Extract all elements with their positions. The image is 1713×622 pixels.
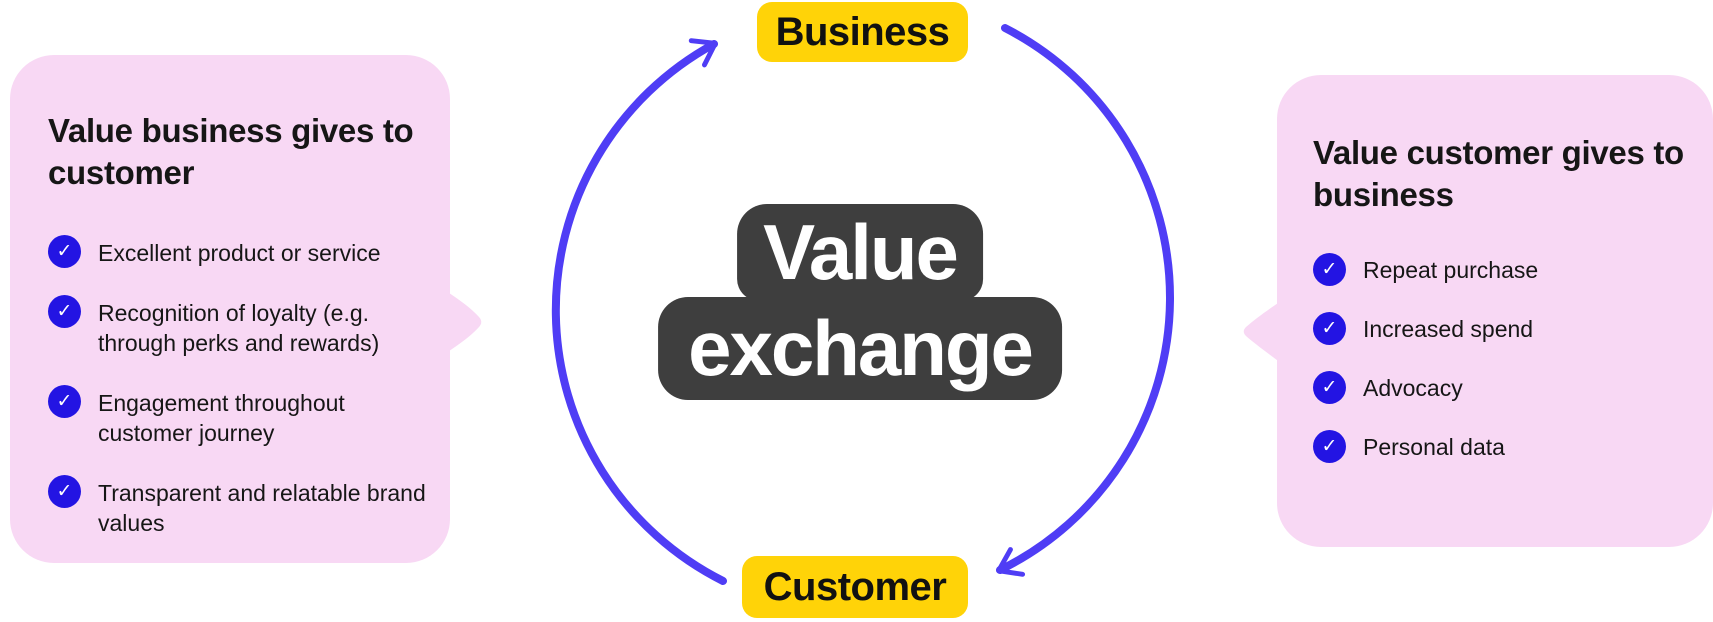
list-item: ✓ Engagement throughout customer journey — [48, 385, 426, 448]
right-panel-list: ✓ Repeat purchase ✓ Increased spend ✓ Ad… — [1313, 253, 1689, 463]
right-panel-title: Value customer gives to business — [1313, 134, 1684, 213]
value-exchange-line1: Value — [737, 204, 983, 301]
list-item: ✓ Advocacy — [1313, 371, 1689, 404]
right-panel-pointer — [1243, 301, 1281, 363]
list-item-text: Increased spend — [1363, 315, 1534, 342]
list-item-text: Engagement throughout customer journey — [98, 390, 345, 446]
check-icon: ✓ — [1313, 312, 1346, 345]
check-icon: ✓ — [48, 385, 81, 418]
list-item-text: Recognition of loyalty (e.g. through per… — [98, 300, 380, 356]
customer-node: Customer — [742, 556, 968, 618]
list-item-text: Excellent product or service — [98, 240, 381, 266]
arrow-customer-to-business — [551, 38, 727, 585]
list-item: ✓ Repeat purchase — [1313, 253, 1689, 286]
list-item: ✓ Transparent and relatable brand values — [48, 475, 426, 538]
right-panel: Value customer gives to business ✓ Repea… — [1277, 75, 1713, 547]
value-exchange-line2: exchange — [658, 297, 1062, 400]
check-icon: ✓ — [1313, 371, 1346, 404]
business-node: Business — [757, 2, 968, 62]
left-panel-pointer — [446, 291, 482, 353]
check-icon: ✓ — [1313, 253, 1346, 286]
list-item: ✓ Recognition of loyalty (e.g. through p… — [48, 295, 426, 358]
list-item-text: Advocacy — [1363, 374, 1463, 401]
list-item: ✓ Excellent product or service — [48, 235, 426, 268]
list-item: ✓ Personal data — [1313, 430, 1689, 463]
check-icon: ✓ — [48, 475, 81, 508]
left-panel-list: ✓ Excellent product or service ✓ Recogni… — [48, 235, 426, 538]
list-item-text: Personal data — [1363, 433, 1505, 460]
check-icon: ✓ — [1313, 430, 1346, 463]
list-item-text: Repeat purchase — [1363, 256, 1539, 283]
check-icon: ✓ — [48, 295, 81, 328]
left-panel-title: Value business gives to customer — [48, 112, 414, 191]
check-icon: ✓ — [48, 235, 81, 268]
list-item: ✓ Increased spend — [1313, 312, 1689, 345]
left-panel: Value business gives to customer ✓ Excel… — [10, 55, 450, 563]
value-exchange-label: Value exchange — [658, 204, 1062, 400]
arrow-business-to-customer — [996, 24, 1174, 577]
list-item-text: Transparent and relatable brand values — [98, 480, 426, 536]
